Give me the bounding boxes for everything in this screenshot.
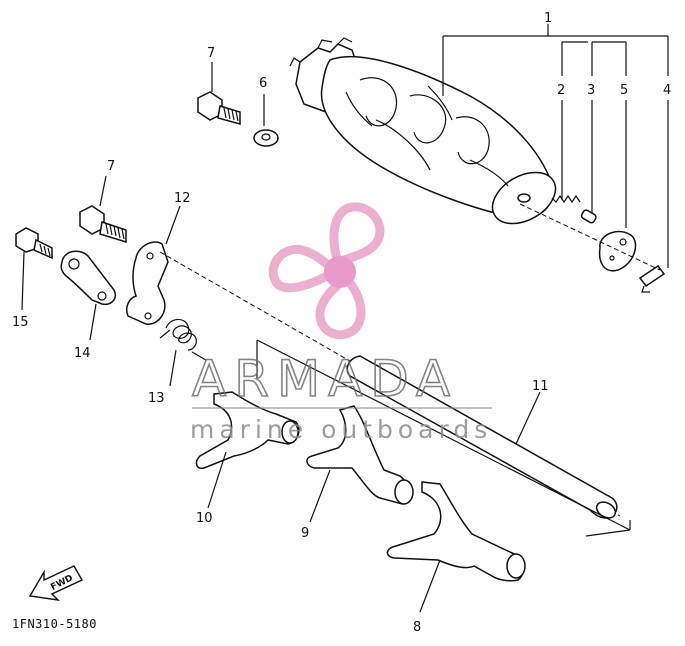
callout-15: 15 [12,315,29,330]
callout-10: 10 [196,511,213,526]
shift-fork-part-8 [386,481,526,613]
watermark-subtitle: marine outboards [190,415,492,444]
bolt-part-7-lower [79,175,127,244]
torsion-spring-part-13 [159,318,207,387]
callout-4: 4 [663,83,671,98]
callout-7-lower: 7 [107,159,115,174]
callout-13: 13 [148,391,165,406]
shift-fork-guide-bar-part-11 [256,339,631,537]
armada-watermark-logo [268,202,385,340]
diagram-code: 1FN310-5180 [12,617,97,631]
shift-fork-part-9 [306,405,414,523]
callout-8: 8 [413,620,421,635]
callout-3: 3 [587,83,595,98]
callout-12: 12 [174,191,191,206]
shift-fork-part-10 [195,391,300,509]
stopper-plate-part-5 [598,230,637,272]
assembly-axis-dashed-2 [519,203,661,271]
propeller-icon [268,202,385,340]
callout-1: 1 [544,11,552,26]
drum-spring-part-2 [551,194,581,204]
bolt-part-7-upper [197,62,241,125]
callout-9: 9 [301,526,309,541]
callout-7-upper: 7 [207,46,215,61]
leader-lines-top-right [442,24,669,268]
watermark-title: ARMADA [192,350,458,408]
bolt-part-15 [15,227,53,311]
callout-2: 2 [557,83,565,98]
callout-6: 6 [259,76,267,91]
washer-part-6 [253,94,279,147]
callout-5: 5 [620,83,628,98]
stopper-lever-part-14 [60,250,116,341]
screw-part-4 [638,264,666,293]
drum-pin-part-3 [580,209,597,224]
forward-arrow-icon: FWD [28,565,83,601]
shift-drum [289,37,557,225]
callout-11: 11 [532,379,549,394]
callout-14: 14 [74,346,91,361]
shift-lever-part-12 [125,205,181,325]
